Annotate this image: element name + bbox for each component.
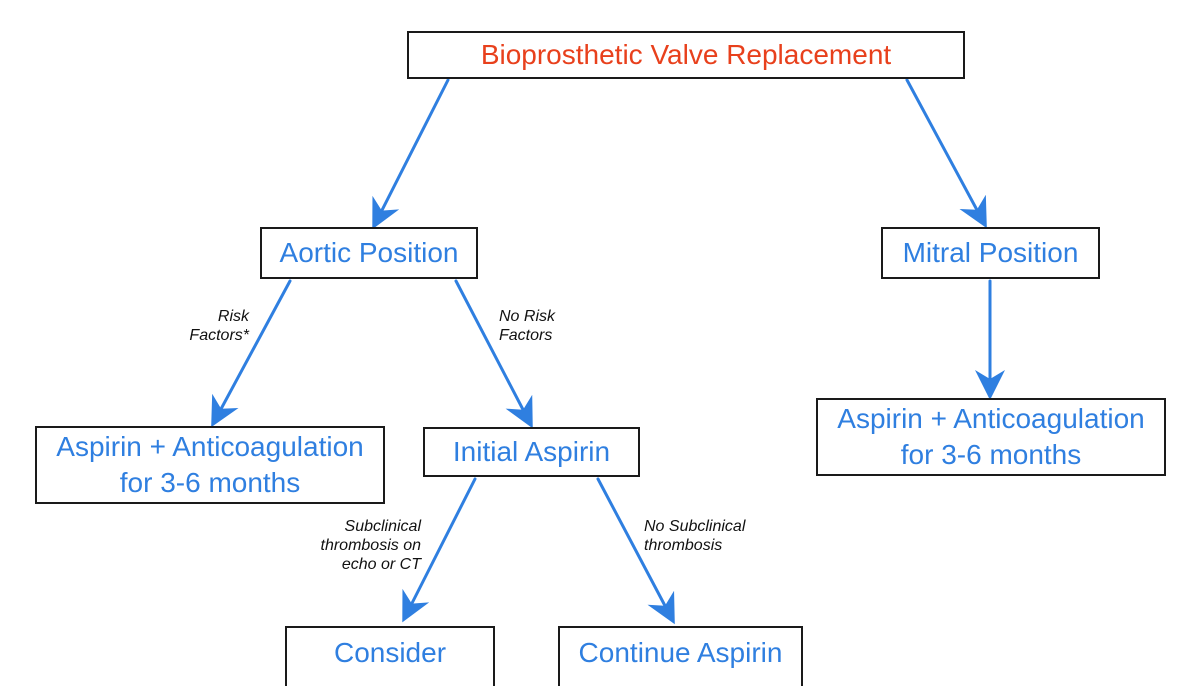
edge-label-no-risk-factors: No Risk Factors bbox=[499, 307, 555, 345]
continue-aspirin-node: Continue Aspirin bbox=[558, 626, 803, 686]
arrow-aortic-to-anticoagulation bbox=[211, 279, 292, 428]
aortic-anticoagulation-line2: for 3-6 months bbox=[119, 467, 301, 498]
edge-label-risk-factors-line1: Risk bbox=[217, 308, 249, 325]
consider-node: Consider bbox=[285, 626, 495, 686]
edge-label-subclinical-line3: echo or CT bbox=[341, 556, 421, 573]
edge-label-subclinical-line2: thrombosis on bbox=[320, 537, 422, 554]
aortic-anticoagulation-node: Aspirin + Anticoagulation for 3-6 months bbox=[35, 426, 385, 504]
arrow-initial-aspirin-to-continue bbox=[596, 477, 675, 625]
mitral-position-node: Mitral Position bbox=[881, 227, 1100, 279]
edge-label-risk-factors-line2: Factors* bbox=[189, 327, 249, 344]
arrow-root-to-mitral bbox=[905, 78, 987, 229]
aortic-anticoagulation-line1: Aspirin + Anticoagulation bbox=[56, 431, 364, 463]
edge-label-no-subclinical-line2: thrombosis bbox=[644, 537, 723, 554]
edge-label-subclinical-line1: Subclinical bbox=[344, 518, 421, 535]
edge-label-no-risk-factors-line1: No Risk bbox=[499, 308, 556, 325]
edge-label-subclinical-thrombosis: Subclinical thrombosis on echo or CT bbox=[321, 517, 422, 574]
arrow-aortic-to-initial-aspirin bbox=[454, 279, 533, 429]
edge-label-risk-factors: Risk Factors* bbox=[189, 307, 249, 345]
continue-aspirin-label: Continue Aspirin bbox=[578, 637, 783, 668]
edge-label-no-subclinical-thrombosis: No Subclinical thrombosis bbox=[644, 517, 745, 555]
edge-label-no-subclinical-line1: No Subclinical bbox=[644, 518, 746, 535]
arrow-initial-aspirin-to-consider bbox=[402, 477, 477, 623]
edge-label-no-risk-factors-line2: Factors bbox=[499, 327, 553, 344]
root-node-label: Bioprosthetic Valve Replacement bbox=[480, 39, 892, 71]
mitral-anticoagulation-line1: Aspirin + Anticoagulation bbox=[837, 403, 1145, 435]
initial-aspirin-node: Initial Aspirin bbox=[423, 427, 640, 477]
mitral-position-label: Mitral Position bbox=[902, 237, 1079, 269]
root-node-bioprosthetic-valve: Bioprosthetic Valve Replacement bbox=[407, 31, 965, 79]
mitral-anticoagulation-node: Aspirin + Anticoagulation for 3-6 months bbox=[816, 398, 1166, 476]
aortic-position-node: Aortic Position bbox=[260, 227, 478, 279]
mitral-anticoagulation-line2: for 3-6 months bbox=[900, 439, 1082, 470]
initial-aspirin-label: Initial Aspirin bbox=[452, 436, 611, 468]
aortic-position-label: Aortic Position bbox=[279, 237, 459, 269]
arrow-root-to-aortic bbox=[372, 78, 450, 230]
consider-label: Consider bbox=[333, 637, 447, 668]
